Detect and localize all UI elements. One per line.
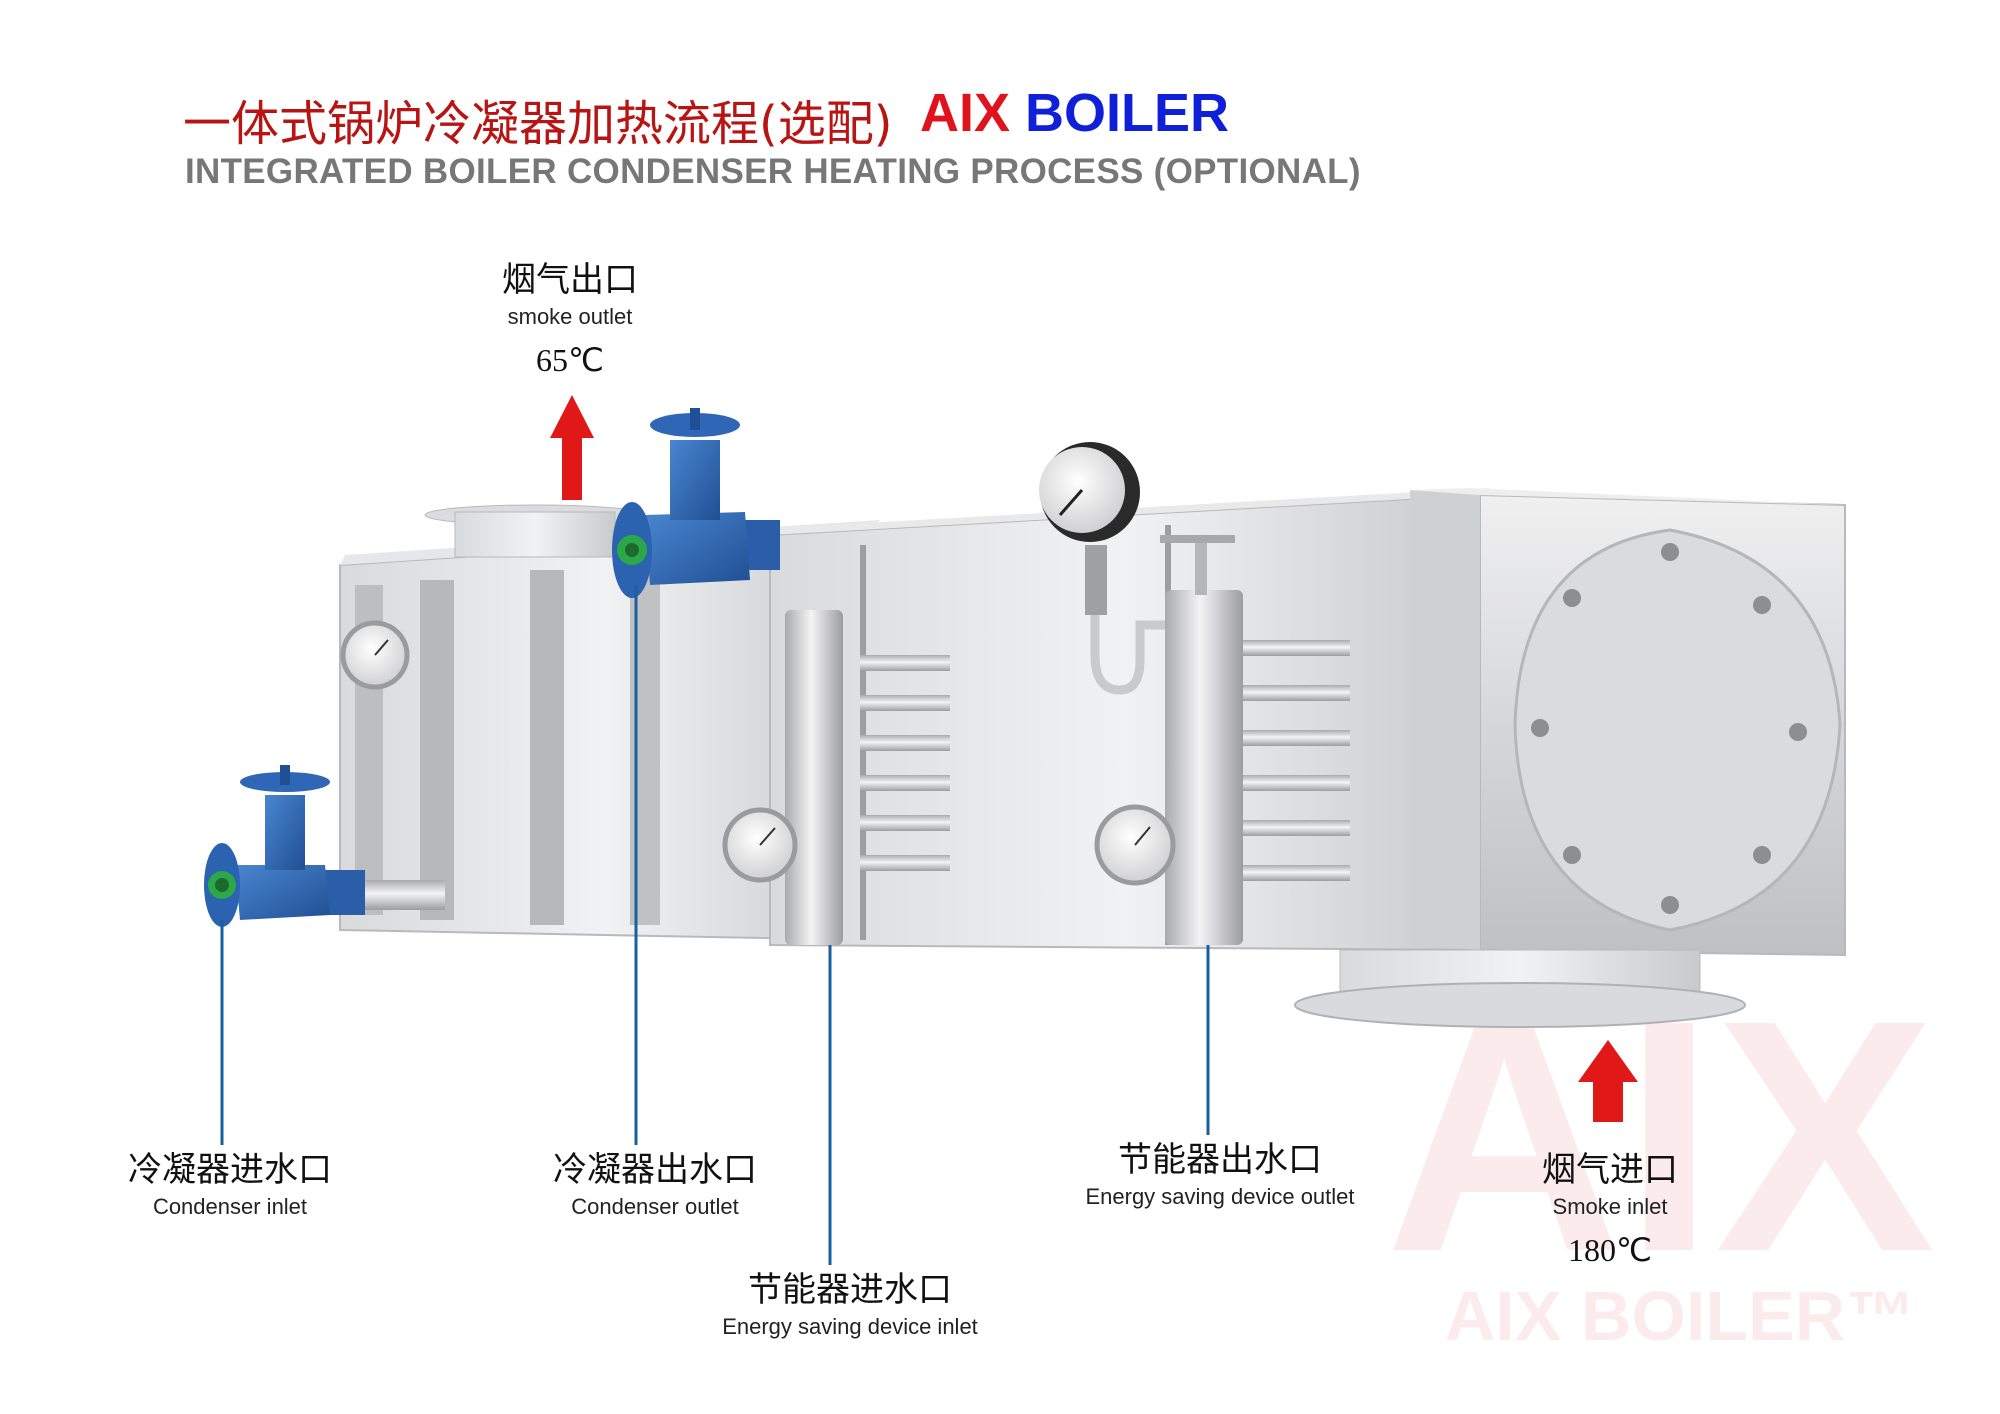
label-condenser-inlet: 冷凝器进水口 Condenser inlet <box>100 1148 360 1222</box>
condenser-inlet-cn: 冷凝器进水口 <box>128 1150 332 1190</box>
brand-part-aix: AIX <box>920 83 1011 143</box>
smoke-inlet-temp: 180℃ <box>1568 1232 1652 1268</box>
label-smoke-inlet: 烟气进口 Smoke inlet 180℃ <box>1490 1148 1730 1272</box>
smoke-inlet-en: Smoke inlet <box>1552 1194 1668 1219</box>
label-condenser-outlet: 冷凝器出水口 Condenser outlet <box>525 1148 785 1222</box>
label-energy-outlet: 节能器出水口 Energy saving device outlet <box>1060 1138 1380 1212</box>
condenser-inlet-valve <box>204 765 365 927</box>
boiler-end-box <box>1294 488 1846 1028</box>
page-title-en: INTEGRATED BOILER CONDENSER HEATING PROC… <box>185 152 1361 191</box>
energy-outlet-en: Energy saving device outlet <box>1085 1184 1355 1209</box>
heat-exchanger-fins <box>860 640 1350 881</box>
condenser-outlet-en: Condenser outlet <box>571 1194 739 1219</box>
leader-lines <box>220 585 1210 1265</box>
condenser-inlet-en: Condenser inlet <box>152 1194 308 1219</box>
smoke-inlet-arrow <box>1578 1040 1638 1122</box>
page-title-cn: 一体式锅炉冷凝器加热流程(选配) <box>183 96 893 152</box>
smoke-outlet-arrow <box>550 395 594 500</box>
condenser-outlet-cn: 冷凝器出水口 <box>553 1150 757 1190</box>
energy-outlet-cn: 节能器出水口 <box>1118 1140 1322 1180</box>
flange-bolts <box>1531 543 1807 914</box>
label-energy-inlet: 节能器进水口 Energy saving device inlet <box>690 1268 1010 1342</box>
energy-inlet-cn: 节能器进水口 <box>748 1270 952 1310</box>
brand-logo-text: AIX BOILER <box>920 82 1229 144</box>
economizer-section <box>722 442 1490 952</box>
condenser-outlet-valve <box>612 408 780 598</box>
smoke-outlet-temp: 65℃ <box>536 342 604 378</box>
smoke-outlet-en: smoke outlet <box>507 304 633 329</box>
energy-inlet-en: Energy saving device inlet <box>722 1314 978 1339</box>
brand-part-boiler: BOILER <box>1025 83 1230 143</box>
watermark-subtext: AIX BOILER™ <box>1445 1277 1916 1355</box>
label-smoke-outlet: 烟气出口 smoke outlet 65℃ <box>470 258 670 382</box>
smoke-inlet-cn: 烟气进口 <box>1542 1150 1678 1190</box>
smoke-outlet-cn: 烟气出口 <box>502 260 638 300</box>
